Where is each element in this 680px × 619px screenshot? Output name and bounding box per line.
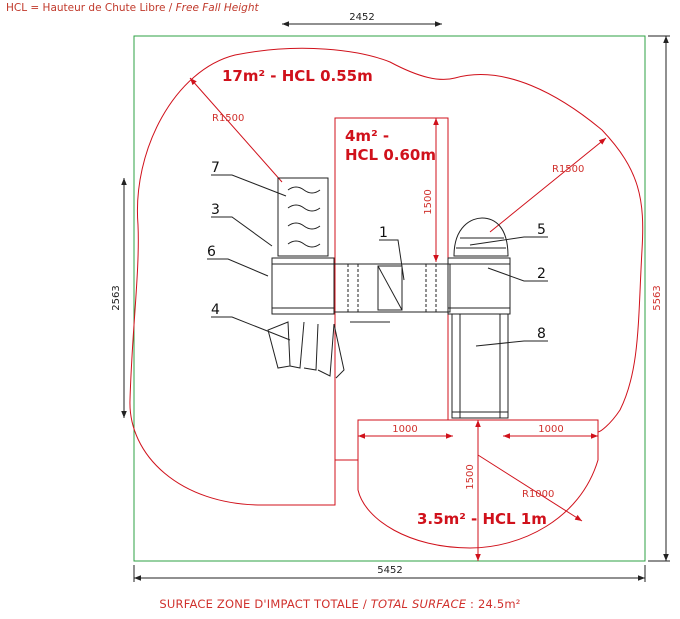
callout-6: 6 [207,244,216,260]
dome-roof [453,217,509,257]
straight-slide [451,313,509,419]
wave-slide [267,321,345,379]
dim-slide-run: 1500 [465,464,476,489]
dim-right-height: 5563 [652,285,663,310]
dim-bottom-width: 5452 [377,565,402,576]
dim-top-width: 2452 [349,12,374,23]
dim-tower-height: 1500 [423,189,434,214]
dim-left-height: 2563 [111,285,122,310]
radius-line-b [477,454,583,522]
callout-2: 2 [537,266,546,282]
legend-en: Free Fall Height [175,2,259,14]
callout-1: 1 [379,225,388,241]
callout-3: 3 [211,202,220,218]
callout-4: 4 [211,302,220,318]
radius-top-right: R1500 [552,164,584,175]
zone-tower-label-2: HCL 0.60m [345,146,436,164]
footer-value: : 24.5m² [466,597,521,611]
right-platform [447,257,511,315]
radius-line-tr [489,137,607,233]
impact-zone-outline [129,47,644,549]
climbing-wall [277,177,329,257]
bounding-box [133,35,646,562]
tower-zone [334,117,449,460]
dim-offset-left: 1000 [392,424,417,435]
callout-7: 7 [211,160,220,176]
zone-slide-label: 3.5m² - HCL 1m [417,510,547,528]
zone-tower-label-1: 4m² - [345,127,389,145]
footer-en: TOTAL SURFACE [370,597,467,611]
footer-fr: SURFACE ZONE D'IMPACT TOTALE [159,597,359,611]
callout-8: 8 [537,326,546,342]
total-surface: SURFACE ZONE D'IMPACT TOTALE / TOTAL SUR… [0,597,680,611]
radius-top-left: R1500 [212,113,244,124]
legend-fr: HCL = Hauteur de Chute Libre [6,2,166,14]
left-platform [271,257,335,315]
play-structure [267,177,511,419]
legend-separator: / [165,2,176,14]
footer-separator: / [359,597,371,611]
dim-offset-right: 1000 [538,424,563,435]
zone-main-label: 17m² - HCL 0.55m [222,67,373,85]
climbing-holds [287,186,321,248]
legend: HCL = Hauteur de Chute Libre / Free Fall… [6,2,259,14]
radius-bottom: R1000 [522,489,554,500]
bridge [333,263,451,313]
callout-leaders [207,174,548,347]
radius-line-tl [189,77,283,183]
callout-5: 5 [537,222,546,238]
